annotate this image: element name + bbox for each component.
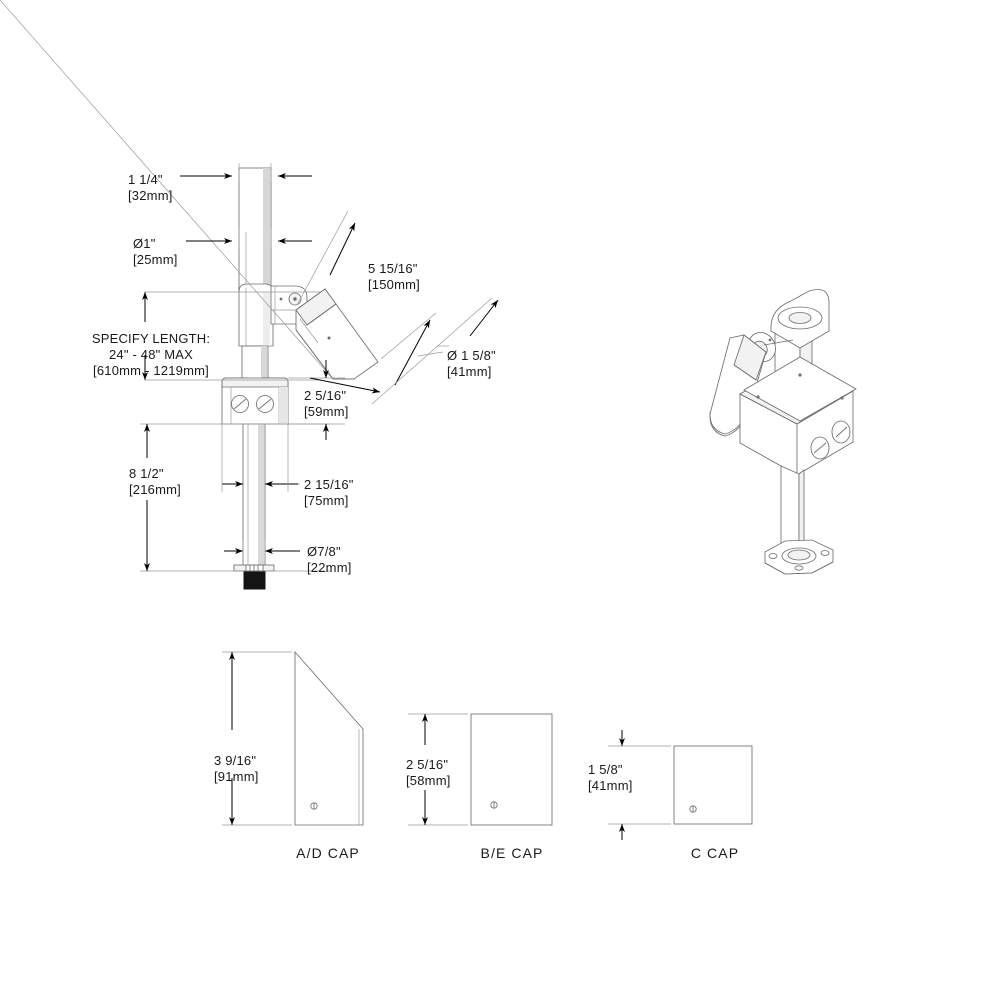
dim-junction-box-width-imperial: 2 15/16" <box>304 477 354 492</box>
dim-specify-length-line3: [610mm - 1219mm] <box>93 362 209 378</box>
dim-lamp-head-diameter-imperial: Ø 1 5/8" <box>447 348 496 363</box>
dim-be-cap-height-imperial: 2 5/16" <box>406 757 449 772</box>
dim-c-cap-height-metric: [41mm] <box>588 777 633 793</box>
dim-post-diameter-metric: [25mm] <box>133 251 178 267</box>
dim-junction-box-width-metric: [75mm] <box>304 492 349 508</box>
dim-box-to-base-height-metric: [216mm] <box>129 481 181 497</box>
dim-lamp-head-diameter: Ø 1 5/8"[41mm] <box>447 348 496 380</box>
dim-junction-box-height-imperial: 2 5/16" <box>304 388 347 403</box>
dim-box-to-base-height: 8 1/2"[216mm] <box>129 466 181 498</box>
lamp-head <box>0 0 379 380</box>
dim-ad-cap-height: 3 9/16"[91mm] <box>214 753 259 785</box>
dim-be-cap-height: 2 5/16"[58mm] <box>406 757 451 789</box>
isometric-assembly <box>709 289 857 575</box>
dim-post-diameter: Ø1"[25mm] <box>133 236 178 268</box>
be-cap-shape <box>408 713 553 826</box>
dim-c-cap-height-imperial: 1 5/8" <box>588 762 623 777</box>
dim-lower-post-diameter-metric: [22mm] <box>307 559 352 575</box>
dim-ad-cap-height-imperial: 3 9/16" <box>214 753 257 768</box>
dim-junction-box-height: 2 5/16"[59mm] <box>304 388 349 420</box>
dim-c-cap-height: 1 5/8"[41mm] <box>588 762 633 794</box>
post-assembly <box>221 167 308 590</box>
dim-lower-post-diameter-imperial: Ø7/8" <box>307 544 341 559</box>
dim-lamp-head-diameter-metric: [41mm] <box>447 363 492 379</box>
dim-ad-cap-height-metric: [91mm] <box>214 768 259 784</box>
label-be-cap: B/E CAP <box>480 845 544 861</box>
label-c-cap: C CAP <box>690 845 740 861</box>
dim-post-diameter-imperial: Ø1" <box>133 236 156 251</box>
dim-specify-length: SPECIFY LENGTH:24" - 48" MAX[610mm - 121… <box>88 331 214 379</box>
dim-box-to-base-height-imperial: 8 1/2" <box>129 466 164 481</box>
dim-post-top-width: 1 1/4"[32mm] <box>128 172 173 204</box>
dimension-lines-main <box>140 163 499 572</box>
dim-post-top-width-imperial: 1 1/4" <box>128 172 163 187</box>
label-ad-cap: A/D CAP <box>296 845 360 861</box>
dim-be-cap-height-metric: [58mm] <box>406 772 451 788</box>
dim-lamp-head-length: 5 15/16"[150mm] <box>368 261 420 293</box>
c-cap-shape <box>608 730 753 840</box>
dim-lamp-head-length-metric: [150mm] <box>368 276 420 292</box>
dim-junction-box-height-metric: [59mm] <box>304 403 349 419</box>
dim-lamp-head-length-imperial: 5 15/16" <box>368 261 418 276</box>
dim-specify-length-line1: SPECIFY LENGTH: <box>91 331 211 346</box>
dim-junction-box-width: 2 15/16"[75mm] <box>304 477 354 509</box>
dim-specify-length-line2: 24" - 48" MAX <box>108 346 194 362</box>
dim-post-top-width-metric: [32mm] <box>128 187 173 203</box>
dim-lower-post-diameter: Ø7/8"[22mm] <box>307 544 352 576</box>
ad-cap-shape <box>222 650 364 826</box>
